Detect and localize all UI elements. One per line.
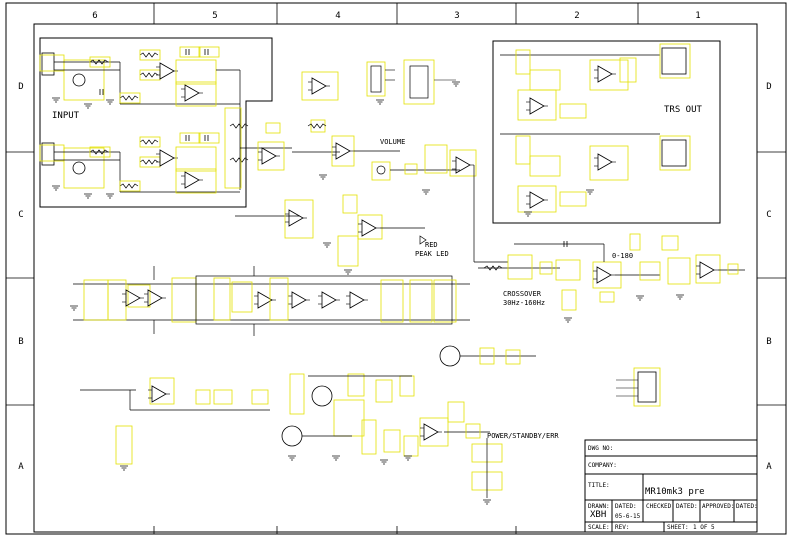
zone-row-d-left: D [18,82,24,92]
zone-row-b-right: B [766,337,772,347]
input-block-frame [39,37,273,208]
title-value: MR10mk3 pre [645,487,705,497]
dwg-no-label: DWG NO: [588,445,614,452]
crossover-filter [478,233,745,323]
approved-label: APPROVED: [702,503,735,510]
volume-stage [240,119,508,263]
peak-led-red-label: RED [425,241,438,249]
scale-label: SCALE: [588,524,610,531]
dated-label-2: DATED: [676,503,698,510]
zone-row-a-right: A [766,462,772,472]
trs-out-circuit [500,43,691,217]
title-block [584,439,758,533]
title-label: TITLE: [588,482,610,489]
crossover-range-label: 30Hz-160Hz [503,299,546,307]
zone-col-1-top: 1 [695,11,701,21]
zone-row-b-left: B [18,337,24,347]
zone-row-a-left: A [18,462,24,472]
trs-out-block-frame [492,40,721,224]
power-standby-err-label: POWER/STANDBY/ERR [487,432,559,440]
connector-right-middle [616,367,661,407]
sheet-value: 1 OF 5 [693,524,715,531]
company-label: COMPANY: [588,462,617,469]
input-label: INPUT [52,111,80,121]
dated-value: 05-6-15 [615,513,641,520]
peak-led-label: PEAK LED [415,250,449,258]
dated-label-3: DATED: [736,503,758,510]
connector-top-center [366,59,461,105]
opamp-u-top-center [301,71,339,101]
zone-row-c-left: C [18,210,24,220]
outer-frame [5,2,787,535]
bottom-sense-circuit [80,345,536,505]
power-supply-row [69,266,470,336]
zone-col-3-top: 3 [454,11,460,21]
trs-out-label: TRS OUT [664,105,702,115]
crossover-label: CROSSOVER [503,290,541,298]
zone-row-c-right: C [766,210,772,220]
rev-label: REV: [615,524,630,531]
zone-ticks [6,3,786,534]
sheet-label: SHEET: [667,524,689,531]
phase-label: 0-180 [612,252,634,260]
peak-detector [235,194,427,275]
input-channel-top [39,46,241,190]
drawn-label: DRAWN: [588,503,610,510]
zone-col-6-top: 6 [92,11,98,21]
zone-col-5-top: 5 [212,11,218,21]
dated-label-1: DATED: [615,503,637,510]
zone-row-d-right: D [766,82,772,92]
zone-col-4-top: 4 [335,11,341,21]
input-channel-bottom [39,107,249,199]
drawn-value: XBH [590,510,607,520]
zone-col-2-top: 2 [574,11,580,21]
volume-label: VOLUME [380,138,406,146]
checked-label: CHECKED: [646,503,675,510]
